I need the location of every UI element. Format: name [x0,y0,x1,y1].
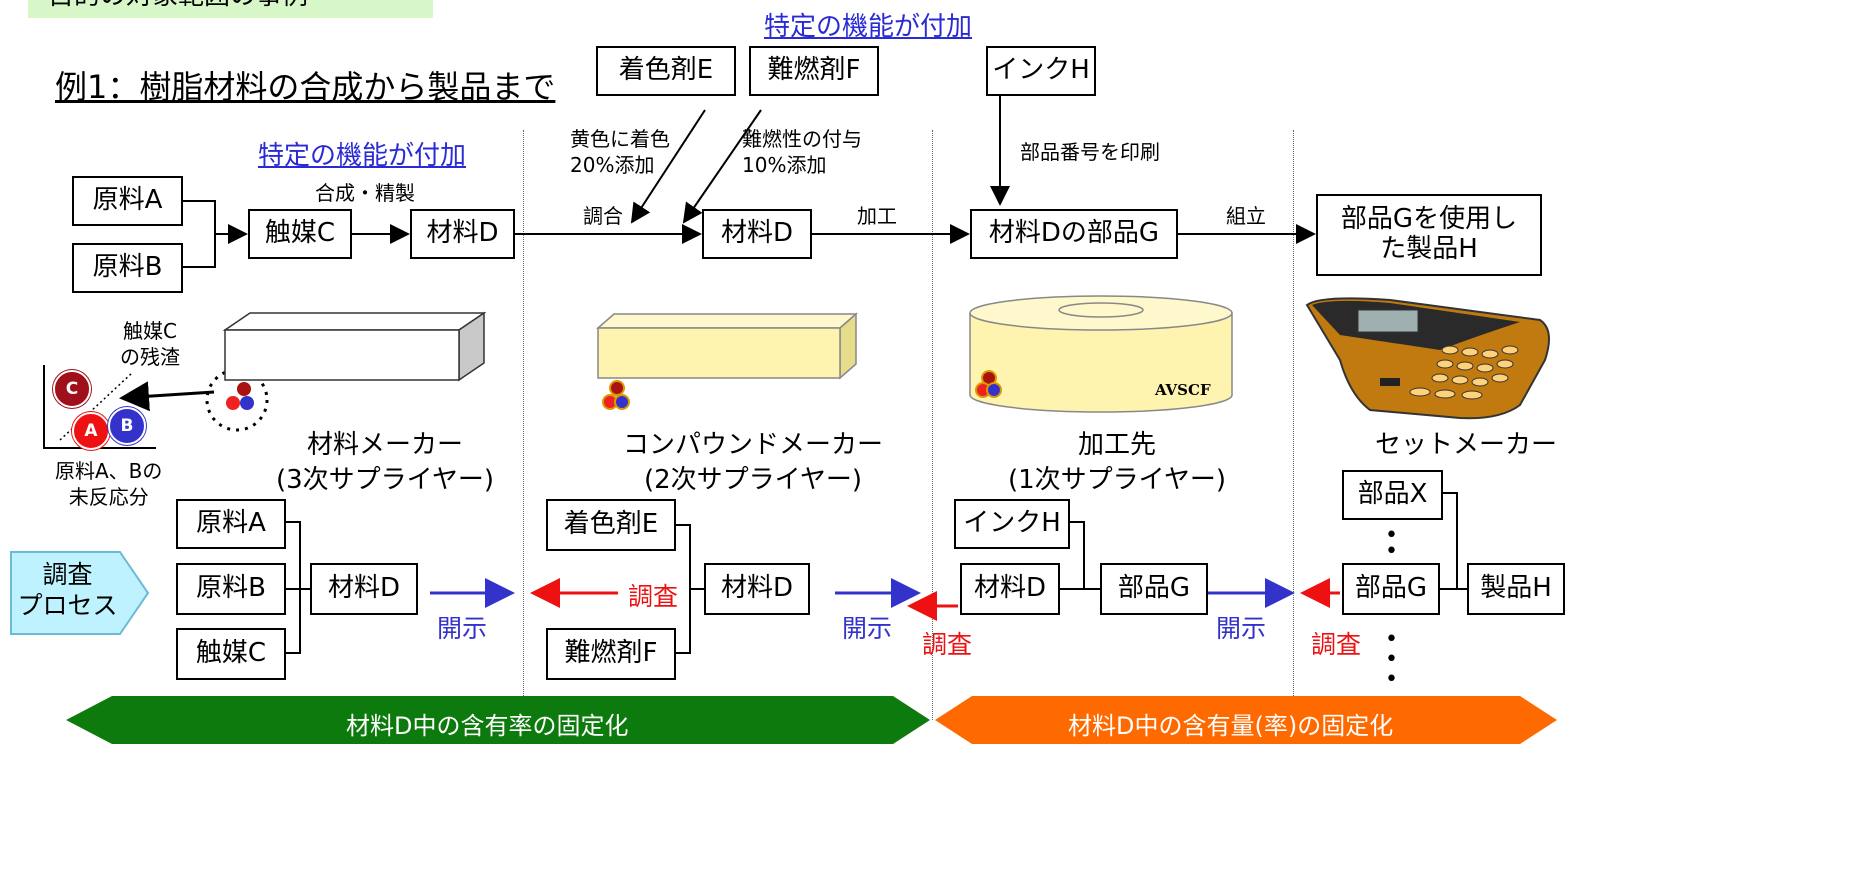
function-added-top-label: 特定の機能が付加 [764,12,973,42]
survey-colorant-e-box: 着色剤E [546,499,676,551]
disclose-label-2: 開示 [842,614,893,643]
disclose-label-3: 開示 [1216,614,1267,643]
survey-raw-b-box: 原料B [176,563,286,615]
survey-catalyst-c-box: 触媒C [176,628,286,680]
survey-material-d-box-3: 材料D [960,563,1060,615]
raw-b-box: 原料B [72,243,183,293]
flame-note: 難燃性の付与 10%添加 [742,127,862,177]
orange-chevron-label: 材料D中の含有量(率)の固定化 [1068,712,1394,740]
yellow-color-note: 黄色に着色 20%添加 [570,127,670,177]
flame-retardant-f-box: 難燃剤F [749,46,879,96]
survey-part-g-box: 部品G [1100,563,1208,615]
green-chevron-label: 材料D中の含有率の固定化 [346,712,629,740]
separator-2 [932,130,933,720]
survey-process-shape [10,551,150,635]
part-g-cylinder-illustration [969,295,1233,413]
survey-material-d-box-1: 材料D [310,563,418,615]
product-h-box: 部品Gを使用した製品H [1316,194,1542,276]
material-maker-label: 材料メーカー (3次サプライヤー) [276,430,495,496]
investigate-label-1: 調査 [628,582,679,611]
survey-raw-a-box: 原料A [176,499,286,549]
function-added-left-label: 特定の機能が付加 [258,141,467,171]
separator-1 [523,130,524,720]
page-title: 例1：樹脂材料の合成から製品まで [55,68,556,106]
colorant-e-box: 着色剤E [596,46,736,96]
catalyst-c-box: 触媒C [248,209,352,259]
compound-maker-label: コンパウンドメーカー (2次サプライヤー) [623,430,884,496]
survey-part-g-box-2: 部品G [1342,563,1440,615]
ball-a: A [72,412,110,450]
set-maker-label: セットメーカー [1375,430,1558,460]
investigate-label-3: 調査 [1311,630,1362,659]
synthesis-label: 合成・精製 [315,181,415,205]
material-d-box-1: 材料D [410,209,515,259]
compound-label: 調合 [583,204,623,228]
material-d-box-2: 材料D [702,209,812,259]
survey-ink-h-box: インクH [954,499,1070,549]
processor-label: 加工先 (1次サプライヤー) [1008,430,1227,496]
set-product-illustration [1305,297,1550,420]
assembly-label: 組立 [1226,204,1266,228]
processing-label: 加工 [857,204,897,228]
survey-part-x-box: 部品X [1342,470,1443,520]
disclose-label-1: 開示 [437,614,488,643]
page-badge: 目的の対象範囲の事例 [28,0,433,18]
investigate-label-2: 調査 [922,630,973,659]
unreacted-label: 原料A、Bの 未反応分 [55,459,163,509]
material-block-illustration [222,311,487,382]
survey-process-label: 調査 プロセス [17,560,118,621]
survey-product-h-box: 製品H [1467,563,1565,615]
separator-3 [1293,130,1294,720]
ball-c: C [53,370,91,408]
ellipsis-dots-upper: •• [1385,523,1398,564]
part-g-box: 材料Dの部品G [970,209,1178,259]
compound-block-illustration [596,312,858,410]
ellipsis-dots-lower: ••• [1385,627,1398,692]
ink-h-box: インクH [986,46,1096,96]
raw-a-box: 原料A [72,176,183,226]
print-note: 部品番号を印刷 [1020,140,1160,164]
survey-material-d-box-2: 材料D [704,563,810,615]
ball-b: B [108,407,146,445]
catalyst-residue-label: 触媒C の残渣 [120,319,180,369]
survey-flame-f-box: 難燃剤F [546,628,676,680]
avscf-label: AVSCF [1155,381,1211,399]
